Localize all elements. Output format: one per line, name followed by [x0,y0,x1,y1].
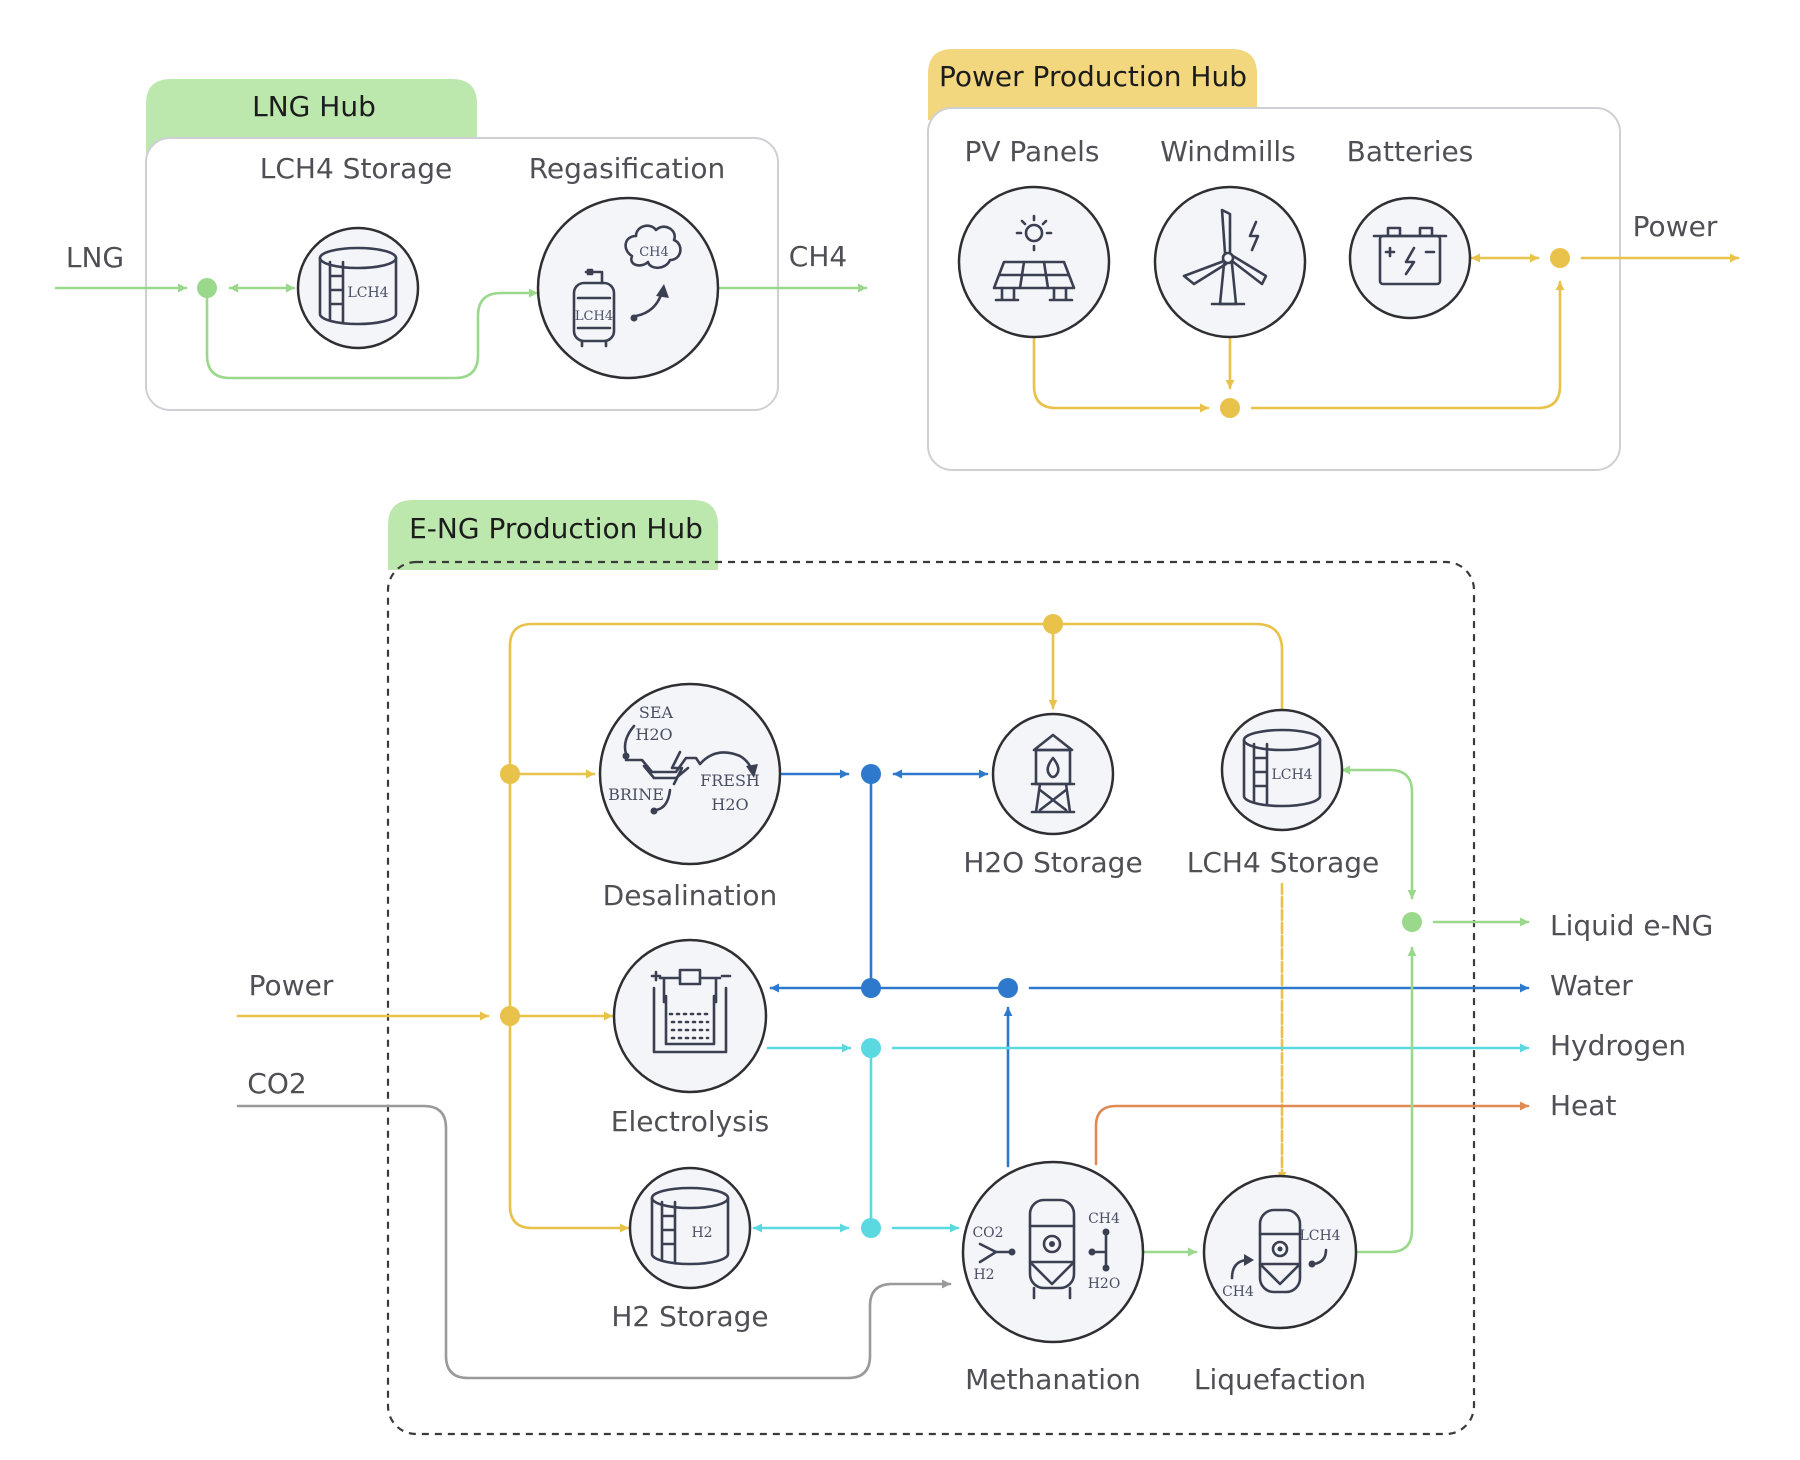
reactor-icon: CO2 H2 CH4 H2O [972,1198,1121,1300]
gas-cylinder-icon: LCH4 CH4 [572,224,682,348]
tank-icon: LCH4 [318,246,398,326]
svg-text:H2: H2 [691,1225,712,1241]
h2-storage-label: H2 Storage [611,1300,768,1333]
electrolyzer-icon [650,968,732,1054]
co2-input-label: CO2 [247,1067,306,1100]
lng-hub-title: LNG Hub [252,90,376,123]
svg-text:SEA: SEA [639,703,674,722]
eng-hub-title: E-NG Production Hub [409,512,703,545]
eng-hub-tab [388,500,718,580]
junction-to-power-node-arrow [1250,280,1565,410]
water-junction-methanation [998,978,1018,998]
svg-text:H2O: H2O [635,725,672,744]
power-output-label: Power [1633,210,1718,243]
power-loop-line [508,622,1284,776]
lch4-storage-label: LCH4 Storage [1187,846,1379,879]
svg-text:CH4: CH4 [639,245,669,260]
hydrogen-junction-top [861,1038,881,1058]
co2-input-arrow [236,1104,952,1380]
regasification-node[interactable]: LCH4 CH4 [536,196,720,380]
lng-storage-node[interactable]: LCH4 [296,226,420,350]
h2o-storage-node[interactable] [991,712,1115,836]
windmills-node[interactable] [1153,185,1307,339]
svg-text:LCH4: LCH4 [1271,767,1312,783]
battery-icon [1372,226,1448,286]
methanation-label: Methanation [965,1363,1141,1396]
power-hub-title: Power Production Hub [939,60,1247,93]
liquefaction-node[interactable]: CH4 LCH4 [1202,1174,1358,1330]
solar-panel-icon [992,214,1076,302]
svg-text:BRINE: BRINE [608,785,664,804]
lng-input-label: LNG [66,241,124,274]
eng-hub: E-NG Production Hub Desalination H2O Sto… [236,500,1713,1436]
water-output-label: Water [1550,969,1633,1002]
wind-turbine-icon [1182,208,1268,306]
svg-text:H2: H2 [973,1267,994,1283]
pv-label: PV Panels [964,135,1099,168]
power-to-h2-storage-arrow [508,1014,630,1233]
power-junction-desal [500,764,520,784]
svg-text:H2O: H2O [1088,1276,1121,1292]
pv-to-junction-arrow [1032,336,1210,413]
tank-icon: H2 [650,1186,730,1266]
methanation-node[interactable]: CO2 H2 CH4 H2O [961,1160,1145,1344]
power-junction-top [1043,614,1063,634]
lng-to-regas-arrow [205,286,539,380]
eng-hub-frame [386,560,1476,1436]
desalination-icon: SEA H2O BRINE FRESH H2O [608,703,760,815]
heat-outflow-arrow [1094,1101,1530,1166]
liquid-eng-junction [1402,912,1422,932]
lng-hub: LNG Hub LNG CH4 LCH4 Storage Regasificat… [54,79,868,411]
tank-icon: LCH4 [1242,728,1322,808]
liquefier-icon: CH4 LCH4 [1222,1208,1341,1300]
water-tower-icon [1030,733,1076,814]
desalination-label: Desalination [603,879,778,912]
water-junction-mid [861,978,881,998]
desalination-node[interactable]: SEA H2O BRINE FRESH H2O [598,682,782,866]
h2o-storage-label: H2O Storage [963,846,1142,879]
lng-storage-label: LCH4 Storage [260,152,452,185]
water-junction-top [861,764,881,784]
svg-text:FRESH: FRESH [700,771,760,790]
pv-wind-junction [1220,398,1240,418]
svg-text:LCH4: LCH4 [1299,1228,1340,1244]
pv-panels-node[interactable] [957,185,1111,339]
svg-text:CH4: CH4 [1088,1211,1120,1227]
electrolysis-node[interactable] [612,938,768,1094]
liquid-eng-output-label: Liquid e-NG [1550,909,1713,942]
liquefaction-label: Liquefaction [1194,1363,1366,1396]
lch4-storage-exchange-arrow [1340,765,1417,900]
power-output-junction [1550,248,1570,268]
power-input-label: Power [249,969,334,1002]
regasification-label: Regasification [529,152,726,185]
lch4-storage-node[interactable]: LCH4 [1220,708,1344,832]
svg-text:CO2: CO2 [972,1225,1003,1241]
power-junction-main [500,1006,520,1026]
batteries-node[interactable] [1348,196,1472,320]
windmills-label: Windmills [1160,135,1296,168]
hydrogen-junction-bottom [861,1218,881,1238]
lng-junction [197,278,217,298]
electrolysis-label: Electrolysis [611,1105,769,1138]
hydrogen-output-label: Hydrogen [1550,1029,1686,1062]
liquefaction-to-output-arrow [1350,946,1417,1254]
h2-storage-node[interactable]: H2 [628,1166,752,1290]
svg-text:LCH4: LCH4 [347,285,388,301]
svg-text:H2O: H2O [711,795,748,814]
heat-output-label: Heat [1550,1089,1616,1122]
svg-text:LCH4: LCH4 [575,309,613,324]
batteries-label: Batteries [1347,135,1474,168]
power-hub: Power Production Hub PV Panels Windmills… [927,49,1740,471]
ch4-output-label: CH4 [789,240,847,273]
svg-text:CH4: CH4 [1222,1284,1254,1300]
